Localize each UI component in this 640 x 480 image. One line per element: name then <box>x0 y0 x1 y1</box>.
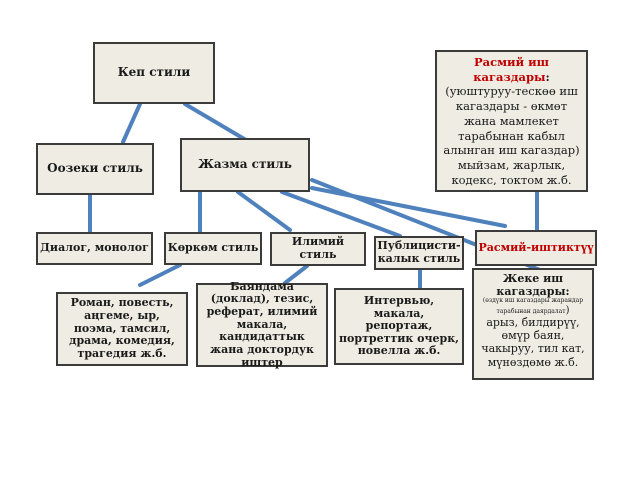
publicistikalyk-stil-node: Публицисти-калык стиль <box>374 236 464 270</box>
jeke-ish-small-note: (өздүк иш кагаздары жарандар тарабынан д… <box>482 297 584 316</box>
kep-stili-node: Кеп стили <box>93 42 215 104</box>
rasmiy-ish-title: Расмий иш кагаздары <box>473 55 550 84</box>
oozeki-stil-node: Оозеки стиль <box>36 143 154 195</box>
jazma-stil-label: Жазма стиль <box>198 157 292 172</box>
kep-stili-label: Кеп стили <box>117 65 191 80</box>
rasmiy-ishtik-node: Расмий-иштиктүү <box>475 230 597 266</box>
dialog-monolog-node: Диалог, монолог <box>36 232 153 265</box>
rasmiy-ish-body: (уюштуруу-тескөө иш кагаздары - өкмөт жа… <box>443 84 580 187</box>
jeke-ish-kagazdary-node: Жеке иш кагаздары: (өздүк иш кагаздары ж… <box>472 268 594 380</box>
rasmiy-ish-colon: : <box>545 69 550 84</box>
interview-node: Интервью, макала, репортаж, портреттик о… <box>334 288 464 365</box>
connector-line <box>280 190 402 238</box>
interview-label: Интервью, макала, репортаж, портреттик о… <box>339 293 460 358</box>
connector-line <box>121 102 142 144</box>
connector-line <box>183 102 248 142</box>
bayandama-node: Баяндама (доклад), тезис, реферат, илими… <box>196 279 328 369</box>
bayandama-label: Баяндама (доклад), тезис, реферат, илими… <box>206 279 318 369</box>
jeke-ish-body: арыз, билдирүү, өмүр баян, чакыруу, тил … <box>481 315 585 369</box>
oozeki-stil-label: Оозеки стиль <box>47 161 143 176</box>
roman-genres-label: Роман, повесть, аңгеме, ыр, поэма, тамси… <box>69 296 175 360</box>
connector-line <box>138 263 182 287</box>
publicistikalyk-stil-label: Публицисти-калык стиль <box>377 239 461 265</box>
dialog-monolog-label: Диалог, монолог <box>40 241 149 255</box>
ilimiy-stil-label: Илимий стиль <box>291 235 345 261</box>
connector-line <box>236 190 292 232</box>
korkom-stil-node: Көркөм стиль <box>164 232 262 265</box>
connector-line <box>310 186 507 228</box>
ilimiy-stil-node: Илимий стиль <box>270 232 366 266</box>
jeke-ish-title: Жеке иш кагаздары: <box>496 272 570 299</box>
rasmiy-ishtik-label: Расмий-иштиктүү <box>478 240 594 254</box>
rasmiy-ish-kagazdary-node: Расмий иш кагаздары: (уюштуруу-тескөө иш… <box>435 50 588 192</box>
connector-line <box>283 264 309 285</box>
korkom-stil-label: Көркөм стиль <box>167 241 259 255</box>
roman-genres-node: Роман, повесть, аңгеме, ыр, поэма, тамси… <box>56 292 188 366</box>
jazma-stil-node: Жазма стиль <box>180 138 310 192</box>
